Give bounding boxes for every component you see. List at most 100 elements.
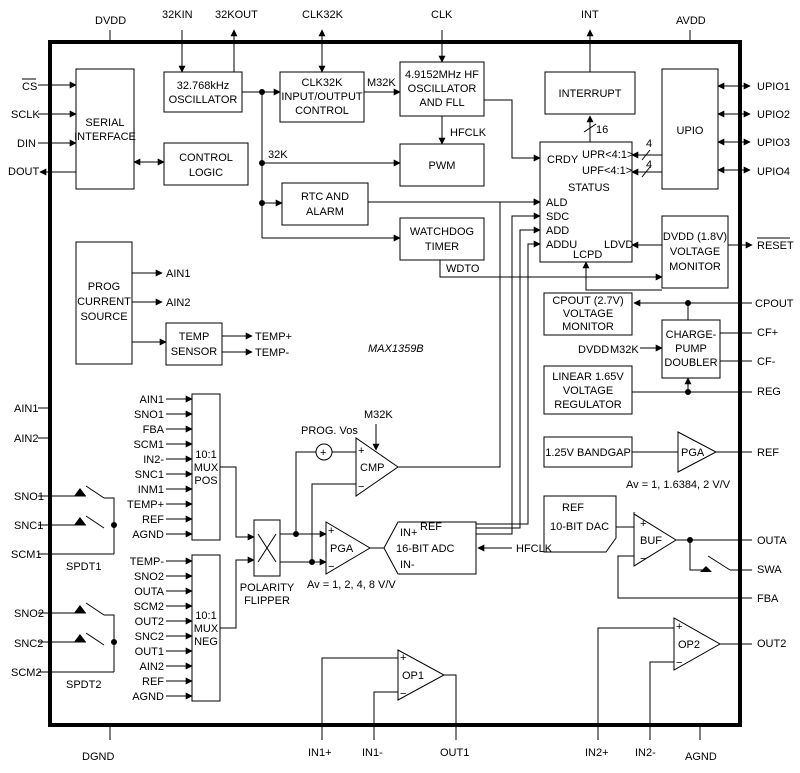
pin-int: INT (581, 9, 599, 21)
svg-text:LDVD: LDVD (604, 239, 633, 251)
bottom-pins: DGND IN1+ IN1- OUT1 IN2+ IN2- AGND (82, 725, 717, 763)
svg-text:10:1: 10:1 (195, 610, 216, 622)
svg-text:CHARGE-: CHARGE- (666, 329, 717, 341)
svg-text:OSCILLATOR: OSCILLATOR (169, 94, 238, 106)
bandgap-block: 1.25V BANDGAP PGA Av = 1, 1.6384, 2 V/V (543, 431, 752, 491)
pin-clk32k: CLK32K (302, 9, 344, 21)
svg-text:16: 16 (596, 124, 608, 136)
svg-text:RTC AND: RTC AND (301, 191, 349, 203)
svg-text:MUX: MUX (194, 623, 219, 635)
svg-text:TIMER: TIMER (425, 241, 459, 253)
svg-text:POS: POS (194, 475, 217, 487)
hf-oscillator-block: 4.9152MHz HF OSCILLATOR AND FLL HFCLK (399, 30, 541, 162)
svg-text:−: − (328, 561, 334, 573)
pin-cfp: CF+ (757, 327, 778, 339)
pin-32kin: 32KIN (162, 9, 193, 21)
pin-fba: FBA (757, 593, 779, 605)
mux-input-label: INM1 (138, 484, 164, 496)
left-pins: CS SCLK DIN DOUT AIN1 AIN2 SNO1 SNC1 SCM… (8, 78, 44, 679)
svg-text:DVDD: DVDD (578, 344, 609, 356)
pin-sno2: SNO2 (14, 608, 44, 620)
pin-clk: CLK (431, 9, 453, 21)
svg-text:DVDD (1.8V): DVDD (1.8V) (663, 231, 727, 243)
svg-text:ADDU: ADDU (546, 239, 577, 251)
pin-ain2: AIN2 (14, 433, 38, 445)
svg-text:UPIO: UPIO (677, 125, 704, 137)
svg-text:M32K: M32K (364, 409, 393, 421)
svg-text:OP2: OP2 (678, 639, 700, 651)
svg-text:REF: REF (420, 521, 442, 533)
svg-text:PGA: PGA (681, 447, 705, 459)
svg-text:SPDT1: SPDT1 (66, 561, 101, 573)
svg-text:LINEAR 1.65V: LINEAR 1.65V (552, 371, 624, 383)
svg-text:10-BIT DAC: 10-BIT DAC (550, 521, 609, 533)
mux-input-label: OUT2 (135, 616, 164, 628)
svg-text:VOLTAGE: VOLTAGE (563, 308, 613, 320)
part-number: MAX1359B (368, 343, 424, 355)
mux-neg-block: 10:1 MUX NEG TEMP-SNO2OUTASCM2OUT2SNC2OU… (130, 554, 255, 703)
dac-block: REF 10-BIT DAC BUF + − (543, 495, 752, 599)
mux-input-label: SNC2 (135, 631, 164, 643)
svg-text:CMP: CMP (360, 462, 384, 474)
svg-text:4: 4 (646, 138, 652, 150)
mux-input-label: SNC1 (135, 469, 164, 481)
mux-input-label: AGND (132, 529, 164, 541)
pin-in2p: IN2+ (585, 747, 609, 759)
clock-32k-bus: 32K (259, 92, 401, 242)
pin-upio1: UPIO1 (757, 81, 790, 93)
svg-text:DOUBLER: DOUBLER (664, 357, 717, 369)
pin-scm2: SCM2 (11, 667, 42, 679)
pin-outa: OUTA (757, 535, 787, 547)
top-pins: DVDD 32KIN 32KOUT CLK32K CLK INT AVDD (95, 9, 706, 42)
svg-text:SPDT2: SPDT2 (66, 679, 101, 691)
pin-out2: OUT2 (757, 638, 786, 650)
polarity-flipper-block: POLARITY FLIPPER (240, 519, 327, 607)
svg-text:TEMP: TEMP (179, 331, 210, 343)
svg-text:INTERFACE: INTERFACE (74, 131, 136, 143)
svg-text:+: + (640, 518, 646, 530)
spdt2-switch: SPDT2 (38, 602, 117, 691)
svg-text:SERIAL: SERIAL (85, 117, 124, 129)
svg-text:VOLTAGE: VOLTAGE (670, 246, 720, 258)
pga-block: PGA + − Av = 1, 2, 4, 8 V/V (307, 521, 396, 591)
mux-input-label: SCM1 (133, 439, 164, 451)
svg-text:CONTROL: CONTROL (179, 152, 233, 164)
linear-regulator-block: LINEAR 1.65V VOLTAGE REGULATOR (543, 365, 752, 415)
svg-text:16-BIT ADC: 16-BIT ADC (396, 543, 455, 555)
svg-text:4.9152MHz HF: 4.9152MHz HF (405, 69, 479, 81)
svg-text:MUX: MUX (194, 462, 219, 474)
pin-agnd: AGND (685, 751, 717, 763)
svg-text:CONTROL: CONTROL (295, 105, 349, 117)
pin-out1: OUT1 (440, 747, 469, 759)
mux-input-label: TEMP+ (127, 499, 164, 511)
svg-text:WATCHDOG: WATCHDOG (410, 226, 474, 238)
svg-text:INPUT/OUTPUT: INPUT/OUTPUT (281, 91, 363, 103)
svg-text:PWM: PWM (429, 160, 456, 172)
mux-input-label: SCM2 (133, 601, 164, 613)
oscillator-block: 32.768kHz OSCILLATOR (163, 29, 281, 113)
svg-text:INTERRUPT: INTERRUPT (559, 88, 622, 100)
pin-sno1: SNO1 (14, 491, 44, 503)
control-logic-block: CONTROL LOGIC (163, 142, 249, 186)
right-pins: UPIO1 UPIO2 UPIO3 UPIO4 RESET CPOUT CF+ … (755, 81, 794, 650)
svg-text:UPF<4:1>: UPF<4:1> (582, 165, 632, 177)
svg-text:OP1: OP1 (402, 670, 424, 682)
pin-din: DIN (17, 138, 36, 150)
svg-text:M32K: M32K (367, 77, 396, 89)
clk32k-control-block: CLK32K INPUT/OUTPUT CONTROL M32K (279, 29, 401, 123)
pin-cpout: CPOUT (755, 298, 794, 310)
pin-upio4: UPIO4 (757, 166, 790, 178)
svg-text:ALARM: ALARM (306, 206, 344, 218)
pin-cs: CS (22, 81, 37, 93)
svg-text:ADD: ADD (546, 225, 569, 237)
mux-input-label: AIN2 (140, 661, 164, 673)
mux-input-label: SNO1 (134, 409, 164, 421)
svg-text:+: + (320, 447, 326, 459)
svg-text:WDTO: WDTO (446, 263, 480, 275)
svg-text:4: 4 (646, 159, 652, 171)
rtc-alarm-block: RTC AND ALARM (281, 182, 541, 226)
svg-text:−: − (400, 688, 406, 700)
op1-block: OP1 + − (321, 649, 457, 740)
svg-text:MONITOR: MONITOR (562, 321, 614, 333)
